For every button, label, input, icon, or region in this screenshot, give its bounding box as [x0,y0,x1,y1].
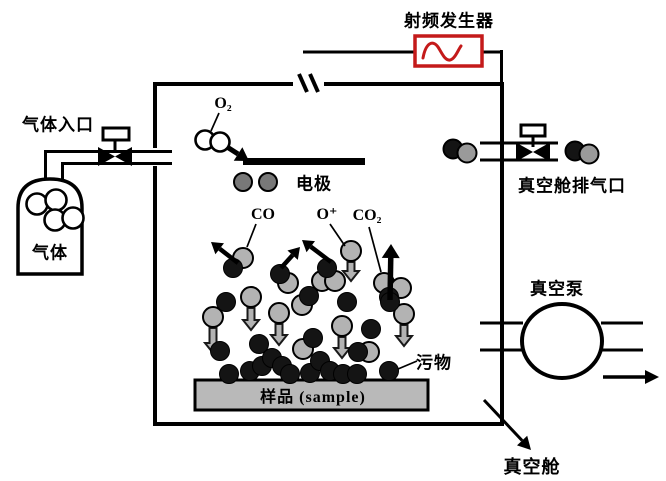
o2-molecule [194,129,231,153]
label-o-plus: O⁺ [316,206,338,223]
arrow-shaft [279,253,295,270]
ion-arrow-icon [340,261,362,283]
label-co: CO [251,206,275,223]
exhaust-valve-icon [516,123,550,162]
black-particle [216,292,236,312]
arrow-head-icon [211,242,224,255]
pointer-line [210,112,220,132]
vacuum-chamber-wall [153,82,504,426]
gray-particle [340,240,362,262]
arrow-head-icon [645,370,659,384]
gray-particle [331,315,353,337]
label-pointer-lines [210,112,418,370]
gas-valve-icon [98,126,132,166]
arrow-shaft [218,246,240,265]
exhaust-molecule [456,142,478,164]
ion-down-arrows [202,261,415,360]
ion-arrow-icon [268,323,290,347]
exhaust-molecules [442,138,600,165]
black-particle [210,341,230,361]
electrode-ions [233,172,278,192]
black-particle [361,319,381,339]
label-sample: 样品 (sample) [260,389,366,406]
pointer-line [368,226,382,273]
arrow-shaft [387,257,394,301]
label-electrode: 电极 [296,174,332,194]
gas-molecule [25,192,49,216]
ion-arrow-icon [393,324,415,348]
electrode-ion [233,172,253,192]
gray-particle [268,302,290,324]
gas-molecules [25,188,85,232]
label-o2: O₂ [214,95,232,112]
gas-inlet-pipe [44,150,172,180]
gray-particle [240,286,262,308]
gray-particle [393,303,415,325]
wall-break-gap [293,78,324,89]
vacuum-pump-circle [520,302,604,380]
pointer-line [246,223,257,248]
black-particle [337,292,357,312]
black-particle [270,264,290,284]
arrow-head-icon [287,247,300,260]
gas-molecule [61,206,85,230]
arrow-shaft [309,244,333,264]
label-contaminant: 污物 [416,353,452,373]
exhaust-molecule [578,143,600,165]
contaminant-particle [347,364,367,384]
ion-arrow-icon [331,336,353,360]
plasma-particles [202,240,415,363]
label-vacuum-pump: 真空泵 [530,279,584,299]
break-slash-icon [297,73,309,93]
label-gas-inlet: 气体入口 [22,115,94,135]
sample-stage [193,378,430,412]
label-co2: CO₂ [352,207,382,224]
label-rf-generator: 射频发生器 [404,11,494,31]
gray-particle [202,306,224,328]
black-particle [249,334,269,354]
exhaust-pipe [480,141,558,162]
label-vacuum-chamber: 真空舱 [503,457,561,477]
sine-wave-icon [421,41,463,62]
arrow-head-icon [516,435,531,450]
label-exhaust-port: 真空舱排气口 [518,176,626,196]
o2-atom [209,131,231,153]
black-particle [303,328,323,348]
contaminant-particle [219,364,239,384]
gas-molecule [44,188,68,212]
contaminant-particle [379,361,399,381]
electrode-ion [258,172,278,192]
arrow-head-icon [381,244,400,259]
pointer-line [329,223,346,247]
label-gas: 气体 [32,243,68,263]
motion-arrows [211,142,659,450]
inlet-wall-gap [150,148,161,166]
pump-pipe [480,321,643,352]
electrode-bar [243,158,365,165]
pointer-line [397,360,418,370]
arrow-shaft [482,398,524,442]
black-particle [299,286,319,306]
black-particle [348,342,368,362]
contaminant-particle [280,364,300,384]
arrow-head-icon [233,147,249,161]
arrow-head-icon [302,240,315,253]
rf-wire [303,50,503,86]
break-slash-icon [308,73,320,93]
contaminant-particles [219,348,399,384]
ion-arrow-icon [240,307,262,332]
